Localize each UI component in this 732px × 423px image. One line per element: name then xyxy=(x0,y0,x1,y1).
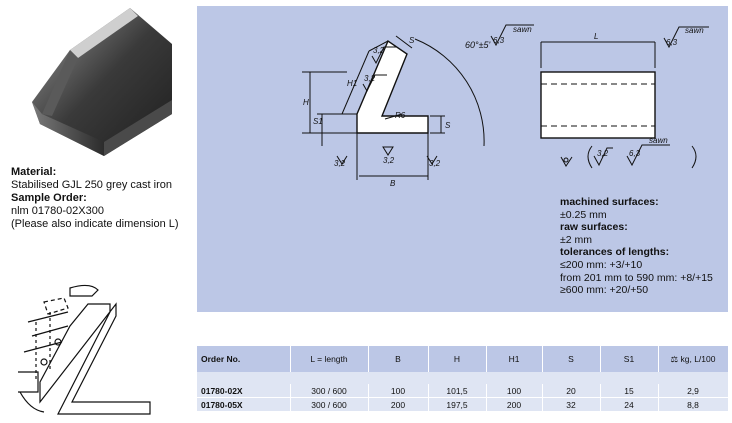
cell-H1: 200 xyxy=(486,397,543,412)
cell-B: 200 xyxy=(368,397,429,412)
angle-block-photo xyxy=(32,8,172,156)
roughness-bottom: 3,2 xyxy=(383,156,395,165)
cell-S: 20 xyxy=(542,384,601,398)
dim-S-top: S xyxy=(409,36,415,45)
tolerance-1: ≤200 mm: +3/+10 xyxy=(560,258,643,271)
cell-B: 100 xyxy=(368,384,429,398)
legend-sawn: sawn xyxy=(649,136,668,145)
cell-length: 300 / 600 xyxy=(290,384,369,398)
roughness-inner: 3,2 xyxy=(364,74,376,83)
cell-H: 197,5 xyxy=(428,397,487,412)
dim-S1: S1 xyxy=(313,117,323,126)
legend-r63: 6,3 xyxy=(629,149,641,158)
roughness-top: 3,2 xyxy=(373,46,385,55)
material-info: Material: Stabilised GJL 250 grey cast i… xyxy=(11,166,191,231)
raw-value: ±2 mm xyxy=(560,233,593,246)
sawn-label-2: sawn xyxy=(685,26,704,35)
tolerance-notes: machined surfaces: ±0.25 mm raw surfaces… xyxy=(560,196,732,297)
dim-L: L xyxy=(594,32,598,41)
tolerance-label: tolerances of lengths: xyxy=(560,246,670,259)
material-label: Material: xyxy=(11,166,57,178)
cell-order-no: 01780-05X xyxy=(197,397,291,412)
clamping-illustration xyxy=(18,284,151,415)
sample-order-label: Sample Order: xyxy=(11,192,87,204)
dim-B: B xyxy=(390,179,396,188)
cell-H1: 100 xyxy=(486,384,543,398)
legend-r32: 3,2 xyxy=(597,149,609,158)
cell-order-no: 01780-02X xyxy=(197,384,291,398)
header-S1: S1 xyxy=(600,346,659,372)
roughness-side-1: 6,3 xyxy=(493,36,505,45)
cell-weight: 8,8 xyxy=(658,397,729,412)
sample-order-value: nlm 01780-02X300 xyxy=(11,205,104,217)
tolerance-2: from 201 mm to 590 mm: +8/+15 xyxy=(560,271,713,284)
radius-R6: R6 xyxy=(395,111,406,120)
header-H: H xyxy=(428,346,487,372)
raw-label: raw surfaces: xyxy=(560,221,628,234)
dim-S-right: S xyxy=(445,121,451,130)
cell-weight: 2,9 xyxy=(658,384,729,398)
header-order-no: Order No. xyxy=(197,346,291,372)
machined-value: ±0.25 mm xyxy=(560,208,607,221)
technical-drawing: H S1 H1 B S S R6 3,2 3,2 3,2 3,2 3,2 60°… xyxy=(302,24,709,188)
roughness-right: 3,2 xyxy=(429,159,441,168)
angle-label: 60°±5' xyxy=(465,40,491,50)
header-S: S xyxy=(542,346,601,372)
cell-S: 32 xyxy=(542,397,601,412)
dim-H: H xyxy=(303,98,309,107)
technical-drawing-panel xyxy=(197,6,728,312)
table-row: 01780-05X 300 / 600 200 197,5 200 32 24 … xyxy=(197,397,729,412)
table-row: 01780-02X 300 / 600 100 101,5 100 20 15 … xyxy=(197,384,729,398)
tolerance-3: ≥600 mm: +20/+50 xyxy=(560,284,649,297)
machined-label: machined surfaces: xyxy=(560,196,659,208)
header-B: B xyxy=(368,346,429,372)
material-value: Stabilised GJL 250 grey cast iron xyxy=(11,179,173,191)
dimension-note: (Please also indicate dimension L) xyxy=(11,218,179,230)
header-length: L = length xyxy=(290,346,369,372)
header-H1: H1 xyxy=(486,346,543,372)
roughness-left: 3,2 xyxy=(334,159,346,168)
roughness-side-2: 6,3 xyxy=(666,38,678,47)
cell-length: 300 / 600 xyxy=(290,397,369,412)
dim-H1: H1 xyxy=(347,79,357,88)
sawn-label-1: sawn xyxy=(513,25,532,34)
cell-S1: 24 xyxy=(600,397,659,412)
cell-S1: 15 xyxy=(600,384,659,398)
header-weight: ⚖ kg, L/100 xyxy=(658,346,729,372)
table-header-row: Order No. L = length B H H1 S S1 ⚖ kg, L… xyxy=(197,346,729,372)
specification-table: Order No. L = length B H H1 S S1 ⚖ kg, L… xyxy=(197,346,729,412)
cell-H: 101,5 xyxy=(428,384,487,398)
